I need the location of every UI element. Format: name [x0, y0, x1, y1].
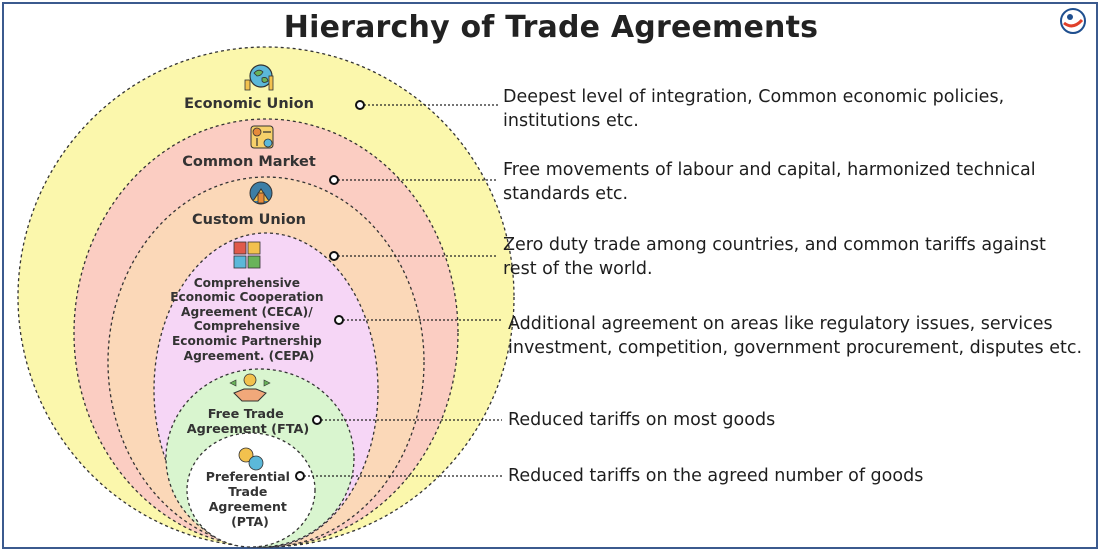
dot-common-market — [329, 175, 339, 185]
ellipse-pta — [186, 432, 316, 548]
ceca-line-1: Comprehensive — [194, 276, 300, 290]
level-label-common-market: Common Market — [182, 154, 316, 170]
handshake-icon — [229, 373, 271, 402]
brand-logo-icon — [1060, 8, 1086, 34]
description-common-market: Free movements of labour and capital, ha… — [503, 160, 1036, 204]
dot-economic-union — [355, 100, 365, 110]
dot-fta — [312, 415, 322, 425]
ceca-line-2: Economic Cooperation — [170, 290, 323, 304]
custom-union-icon — [249, 181, 273, 205]
economic-union-icon — [244, 64, 274, 91]
dot-pta — [295, 471, 305, 481]
description-custom-union: Zero duty trade among countries, and com… — [503, 235, 1046, 279]
fta-line-1: Free Trade — [208, 407, 284, 422]
pta-icon — [238, 447, 264, 471]
ceca-line-3: Agreement (CECA)/ — [181, 305, 313, 319]
level-label-fta: Free Trade Agreement (FTA) — [187, 407, 310, 437]
dot-custom-union — [329, 251, 339, 261]
dot-ceca-cepa — [334, 315, 344, 325]
connector-dots — [295, 100, 365, 481]
level-label-ceca-cepa: Comprehensive Economic Cooperation Agree… — [170, 276, 328, 363]
pta-line-2: Trade — [228, 484, 267, 499]
description-fta: Reduced tariffs on most goods — [508, 410, 776, 430]
ceca-line-4: Comprehensive — [194, 319, 300, 333]
pta-line-3: Agreement — [209, 499, 287, 514]
level-label-economic-union: Economic Union — [184, 96, 314, 112]
ceca-line-5: Economic Partnership — [172, 334, 322, 348]
description-economic-union: Deepest level of integration, Common eco… — [503, 87, 1005, 131]
description-pta: Reduced tariffs on the agreed number of … — [508, 466, 924, 486]
connectors — [300, 104, 502, 477]
ceca-line-6: Agreement. (CEPA) — [184, 349, 315, 363]
ceca-cepa-icon — [233, 241, 261, 269]
pta-line-1: Preferential — [206, 469, 290, 484]
pta-line-4: (PTA) — [231, 514, 269, 529]
level-label-custom-union: Custom Union — [192, 212, 306, 228]
common-market-icon — [250, 125, 274, 149]
fta-line-2: Agreement (FTA) — [187, 422, 310, 437]
page-title: Hierarchy of Trade Agreements — [283, 10, 819, 45]
description-ceca-cepa: Additional agreement on areas like regul… — [508, 314, 1083, 358]
level-label-pta: Preferential Trade Agreement (PTA) — [206, 469, 295, 529]
